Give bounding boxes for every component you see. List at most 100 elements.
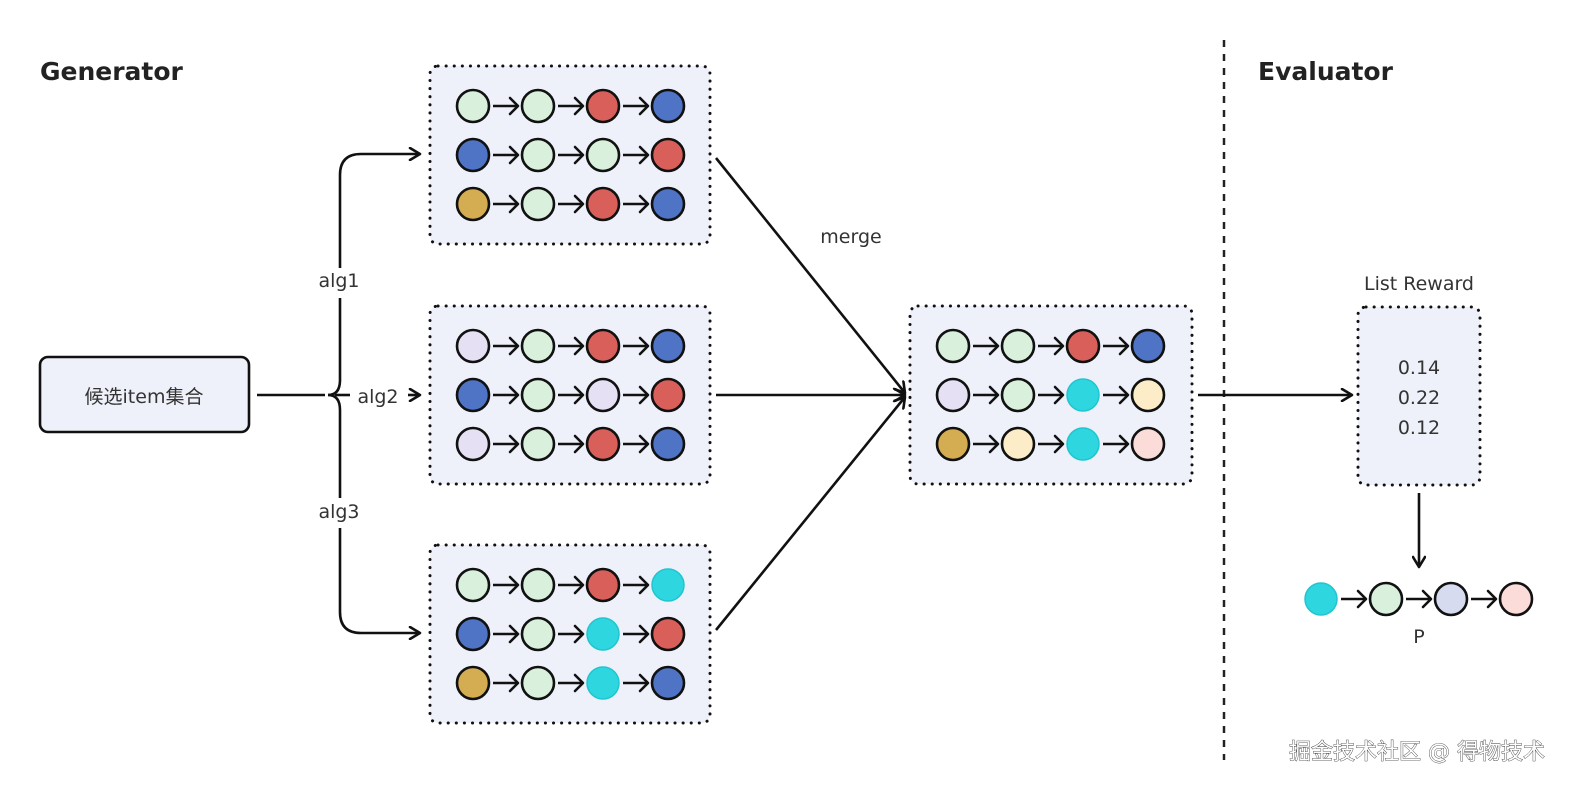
list-row [455,426,686,462]
sequence-arrow-icon [558,575,585,595]
item-node-green [520,567,556,603]
sequence-arrow-icon [1103,336,1130,356]
sequence-arrow-icon [493,673,520,693]
sequence-arrow-icon [1038,336,1065,356]
sequence-arrow-icon [493,96,520,116]
item-node-green [520,137,556,173]
item-node-blue [1130,328,1166,364]
item-node-cyan [1066,378,1100,412]
fork-connectors [257,154,420,633]
item-node-blue [650,426,686,462]
sequence-arrow-icon [1038,385,1065,405]
item-node-red [585,567,621,603]
item-node-blue [455,137,491,173]
item-node-cyan [1304,582,1338,616]
item-node-cream [1000,426,1036,462]
list-row [935,426,1166,462]
item-node-cyan [586,617,620,651]
sequence-arrow-icon [623,336,650,356]
item-node-pink [1498,581,1534,617]
sequence-arrow-icon [623,385,650,405]
merged-list-box [908,304,1194,486]
item-node-gold [935,426,971,462]
item-node-blue [650,186,686,222]
sequence-arrow-icon [493,434,520,454]
list-row [935,377,1166,413]
sequence-arrow-icon [623,96,650,116]
sequence-arrow-icon [623,145,650,165]
item-node-gold [455,665,491,701]
item-node-green [520,377,556,413]
item-node-cream [1130,377,1166,413]
item-node-lavender [585,377,621,413]
item-node-green [520,328,556,364]
item-node-lavender [455,426,491,462]
item-node-red [1065,328,1101,364]
sequence-arrow-icon [623,434,650,454]
item-node-blue [455,377,491,413]
item-node-green [520,186,556,222]
list-row [455,328,686,364]
alg1-label: alg1 [318,270,359,292]
item-node-lavender [455,328,491,364]
item-node-red [650,616,686,652]
item-node-periwinkle [1433,581,1469,617]
candidate-item-box: 候选item集合 [38,355,251,434]
list-row [455,616,686,652]
item-node-red [650,137,686,173]
sequence-arrow-icon [558,624,585,644]
reward-value: 0.12 [1398,417,1440,439]
sequence-arrow-icon [558,336,585,356]
list-row [455,88,686,124]
sequence-arrow-icon [558,673,585,693]
item-node-green [520,616,556,652]
item-node-lavender [935,377,971,413]
alg3-lists [428,543,712,725]
item-node-cyan [586,666,620,700]
generator-title: Generator [40,57,184,86]
candidate-item-label: 候选item集合 [85,386,204,408]
list-row [455,665,686,701]
sequence-arrow-icon [493,336,520,356]
list-row [455,377,686,413]
reward-value: 0.22 [1398,387,1440,409]
sequence-arrow-icon [558,145,585,165]
item-node-blue [650,88,686,124]
sequence-arrow-icon [558,434,585,454]
watermark: 掘金技术社区 @ 得物技术 [1289,740,1545,765]
item-node-green [520,426,556,462]
final-list-label: P [1413,626,1424,648]
list-row [455,186,686,222]
sequence-arrow-icon [558,194,585,214]
list-row [455,567,685,603]
item-node-green [520,88,556,124]
item-node-blue [455,616,491,652]
list-row [935,328,1166,364]
sequence-arrow-icon [1103,434,1130,454]
merge-label: merge [820,226,881,248]
alg2-lists [428,304,712,486]
item-node-pink [1130,426,1166,462]
sequence-arrow-icon [558,385,585,405]
item-node-green [935,328,971,364]
sequence-arrow-icon [973,434,1000,454]
sequence-arrow-icon [1103,385,1130,405]
item-node-green [455,88,491,124]
generator-lists [428,64,712,725]
item-node-green [1000,328,1036,364]
sequence-arrow-icon [623,673,650,693]
sequence-arrow-icon [973,336,1000,356]
item-node-green [455,567,491,603]
item-node-red [585,328,621,364]
sequence-arrow-icon [493,194,520,214]
item-node-red [585,186,621,222]
item-node-red [650,377,686,413]
sequence-arrow-icon [973,385,1000,405]
item-node-green [520,665,556,701]
reward-value: 0.14 [1398,357,1440,379]
item-node-red [585,426,621,462]
sequence-arrow-icon [1038,434,1065,454]
alg3-label: alg3 [318,501,359,523]
list-row [455,137,686,173]
merge-arrows [714,157,905,631]
